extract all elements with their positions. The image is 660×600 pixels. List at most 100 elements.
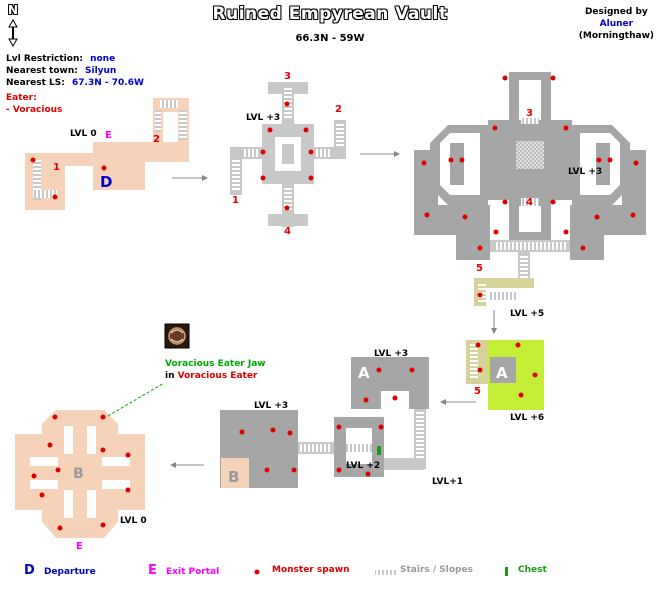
credit-block: Designed by Aluner (Morningthaw) [579,6,654,42]
legend-chest-swatch [505,567,508,576]
monster-spawn-dot [308,175,314,181]
monster-spawn-dot [532,372,538,378]
legend-spawn-text: Monster spawn [272,565,350,575]
map-title: Ruined Empyrean Vault [212,4,448,24]
lvl-restriction-label: Lvl Restriction: [6,54,83,64]
loot-in-word: in [165,371,175,381]
monster-spawn-dot [270,427,276,433]
flow-arrow-icon [172,175,208,181]
info-block: Lvl Restriction: none Nearest town: Sily… [6,53,144,116]
level-label: LVL +3 [246,113,280,123]
monster-spawn-dot [459,157,465,163]
monster-spawn-dot [502,75,508,81]
lvl-restriction-row: Lvl Restriction: none [6,53,144,65]
monster-spawn-dot [392,395,398,401]
monster-spawn-dot [493,229,499,235]
legend-spawn-dot [254,569,260,575]
monster-spawn-dot [291,467,297,473]
waypoint-number: 4 [284,226,291,237]
legend-chest-text: Chest [518,565,547,575]
level-label: LVL +6 [510,413,544,423]
monster-spawn-dot [502,199,508,205]
area-lime [466,340,544,410]
monster-spawn-dot [492,125,498,131]
nearest-town-value: Silyun [85,66,117,76]
waypoint-number: 2 [153,134,160,145]
legend-exit: E Exit Portal [148,563,219,578]
monster-spawn-dot [125,487,131,493]
monster-spawn-dot [101,165,107,171]
monster-spawn-dot [550,75,556,81]
map-coordinates: 66.3N - 59W [295,33,365,44]
area-final [15,410,145,538]
monster-spawn-dot [100,447,106,453]
credit-author: Aluner [599,19,634,29]
teleport-marker-b: B [228,468,239,486]
nearest-ls-value: 67.3N - 70.6W [72,78,144,88]
waypoint-number: 4 [526,197,533,208]
legend-exit-text: Exit Portal [166,567,220,577]
loot-source: Voracious Eater [177,371,258,381]
legend-spawn: Monster spawn [272,565,349,575]
legend-stairs: Stairs / Slopes [400,565,473,575]
eater-label: Eater: [6,93,37,103]
nearest-town-row: Nearest town: Silyun [6,65,144,77]
level-label: LVL +5 [510,309,544,319]
monster-spawn-dot [378,424,384,430]
eater-value: - Voracious [6,105,63,115]
monster-spawn-dot [100,414,106,420]
monster-spawn-dot [287,430,293,436]
compass-arrow-icon [8,18,18,48]
monster-spawn-dot [100,522,106,528]
credit-line: Designed by [584,7,648,17]
monster-spawn-dot [239,429,245,435]
chest-icon [377,446,381,455]
monster-spawn-dot [596,157,602,163]
waypoint-number: 5 [476,263,483,274]
legend-exit-symbol: E [148,563,157,578]
flow-arrow-icon [491,310,497,334]
nearest-ls-label: Nearest LS: [6,78,65,88]
monster-spawn-dot [52,194,58,200]
monster-spawn-dot [477,367,483,373]
monster-spawn-dot [260,175,266,181]
monster-spawn-dot [31,473,37,479]
monster-spawn-dot [607,157,613,163]
monster-spawn-dot [39,492,45,498]
monster-spawn-dot [57,525,63,531]
lvl-restriction-value: none [90,54,116,64]
monster-spawn-dot [376,367,382,373]
monster-spawn-dot [264,467,270,473]
legend-chest: Chest [518,565,547,575]
monster-spawn-dot [462,214,468,220]
waypoint-number: 2 [335,104,342,115]
jaw-item-icon [164,323,190,349]
loot-item-name: Voracious Eater Jaw [165,359,266,369]
departure-marker: D [100,173,112,191]
monster-spawn-dot [260,149,266,155]
loot-info: Voracious Eater Jaw in Voracious Eater [165,358,266,382]
central-platform [516,141,544,169]
monster-spawn-dot [633,160,639,166]
waypoint-number: 1 [53,162,60,173]
monster-spawn-dot [580,245,586,251]
monster-spawn-dot [409,367,415,373]
monster-spawn-dot [630,212,636,218]
monster-spawn-dot [477,292,483,298]
credit-server: (Morningthaw) [578,31,654,41]
compass-north-label: N [8,3,19,17]
monster-spawn-dot [550,199,556,205]
waypoint-number: 1 [232,195,239,206]
loot-pointer-line [107,382,165,417]
monster-spawn-dot [284,101,290,107]
monster-spawn-dot [336,424,342,430]
monster-spawn-dot [308,149,314,155]
monster-spawn-dot [477,245,483,251]
teleport-marker-a: A [358,364,370,382]
waypoint-number: 3 [526,108,533,119]
monster-spawn-dot [55,467,61,473]
monster-spawn-dot [594,214,600,220]
loot-source-row: in Voracious Eater [165,370,266,382]
level-label: LVL 0 [70,129,97,139]
monster-spawn-dot [448,157,454,163]
